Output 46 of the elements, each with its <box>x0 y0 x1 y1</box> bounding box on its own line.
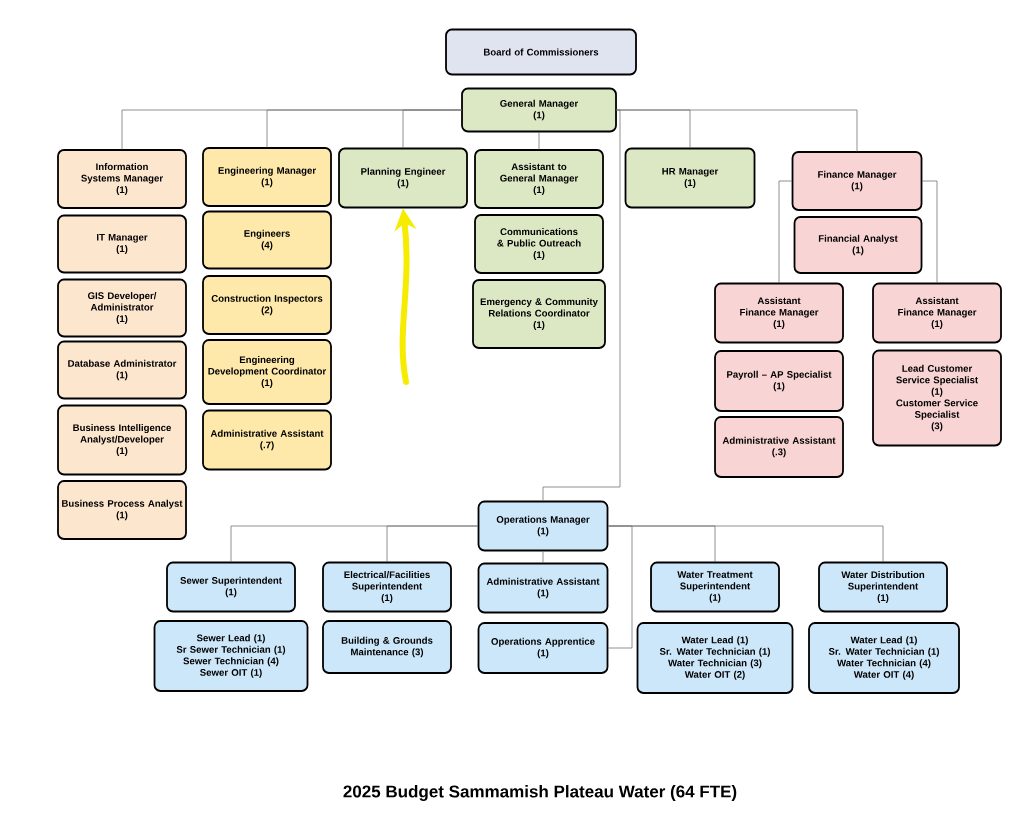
position-box: Sewer Lead (1) Sr Sewer Technician (1) Sewer Technician (4) Sewer OIT (1) <box>153 620 309 692</box>
position-box: Financial Analyst (1) <box>793 216 923 274</box>
position-box: Construction Inspectors (2) <box>202 275 332 335</box>
position-box: Building & Grounds Maintenance (3) <box>322 620 452 674</box>
connector-line <box>608 525 884 562</box>
position-box: IT Manager (1) <box>57 214 187 274</box>
position-box: Water Treatment Superintendent (1) <box>650 561 780 613</box>
position-box: Electrical/Facilities Superintendent (1) <box>322 561 452 613</box>
position-box: HR Manager (1) <box>624 147 756 209</box>
position-box: Water Distribution Superintendent (1) <box>818 561 948 613</box>
position-box: Engineers (4) <box>202 210 332 270</box>
chart-title: 2025 Budget Sammamish Plateau Water (64 FTE) <box>343 785 737 801</box>
position-box: Administrative Assistant (.3) <box>714 416 844 478</box>
position-box: Engineering Development Coordinator (1) <box>202 339 332 405</box>
position-box: Assistant to General Manager (1) <box>474 149 604 209</box>
connector-line <box>402 109 462 148</box>
position-box: Communications & Public Outreach (1) <box>474 214 604 274</box>
position-box: Business Intelligence Analyst/Developer (1) <box>57 404 187 476</box>
connector-line <box>542 109 621 501</box>
position-box: Planning Engineer (1) <box>338 147 468 209</box>
position-box: Business Process Analyst (1) <box>57 480 187 540</box>
connector-line <box>386 525 478 562</box>
connector-line <box>608 525 633 649</box>
connector-line <box>922 180 938 283</box>
position-box: Lead Customer Service Specialist (1) Customer Service Specialist (3) <box>872 349 1002 447</box>
position-box: Administrative Assistant (.7) <box>202 409 332 471</box>
position-box: General Manager (1) <box>461 87 617 133</box>
connector-line <box>542 551 544 563</box>
position-box: Database Administrator (1) <box>57 340 187 400</box>
position-box: Payroll – AP Specialist (1) <box>714 350 844 412</box>
position-box: Assistant Finance Manager (1) <box>872 282 1002 344</box>
position-box: Operations Apprentice (1) <box>477 622 609 674</box>
connector-line <box>538 132 540 150</box>
position-box: GIS Developer/ Administrator (1) <box>57 278 187 338</box>
position-box: Administrative Assistant (1) <box>477 562 609 614</box>
position-box: Sewer Superintendent (1) <box>166 561 296 613</box>
board-box: Board of Commissioners <box>445 28 637 76</box>
position-box: Finance Manager (1) <box>791 151 923 211</box>
position-box: Emergency & Community Relations Coordinator (1) <box>472 279 606 349</box>
position-box: Engineering Manager (1) <box>202 147 332 207</box>
connector-line <box>778 180 792 283</box>
position-box: Operations Manager (1) <box>477 500 609 552</box>
position-box: Assistant Finance Manager (1) <box>714 282 844 344</box>
position-box: Information Systems Manager (1) <box>57 149 187 209</box>
position-box: Water Lead (1) Sr. Water Technician (1) Water Technician (3) Water OIT (2) <box>636 622 794 694</box>
position-box: Water Lead (1) Sr. Water Technician (1) Water Technician (4) Water OIT (4) <box>808 622 960 694</box>
